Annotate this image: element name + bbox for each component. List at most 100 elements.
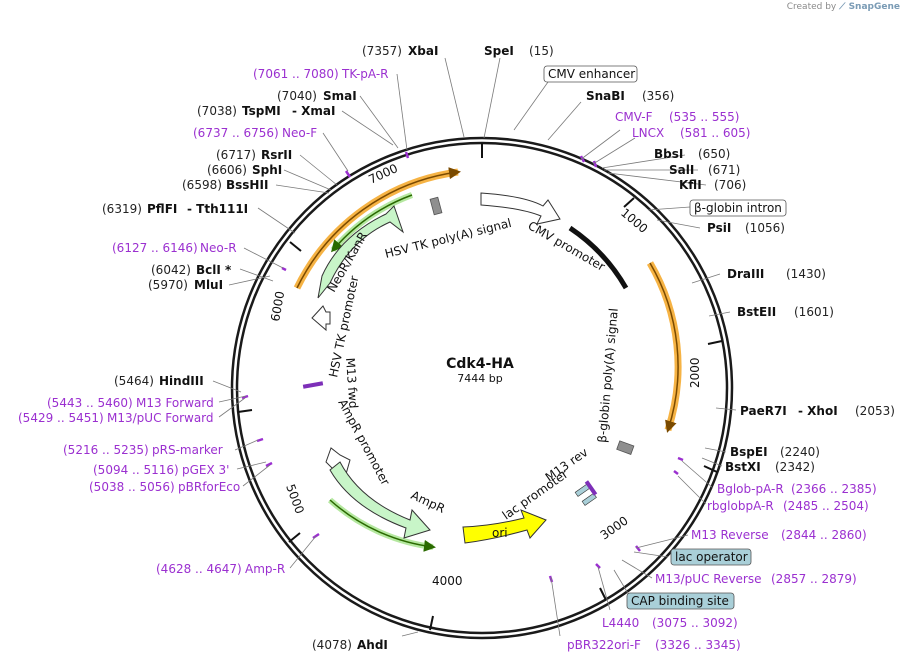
primer-labels: CMV-F (535 .. 555) LNCX (581 .. 605) Bgl…	[18, 67, 877, 652]
m13-fwd-mark	[302, 381, 324, 389]
green-arcs	[327, 192, 436, 552]
primer-range: (4628 .. 4647)	[156, 562, 242, 576]
primer-marks	[241, 151, 684, 583]
site-name: BssHII	[226, 178, 268, 192]
snapgene-logo: ⟋ SnapGene	[839, 2, 900, 12]
primer-range: (5443 .. 5460)	[47, 396, 133, 410]
site-name: DraIII	[727, 267, 764, 281]
primer-name: Bglob-pA-R	[717, 482, 784, 496]
snapgene-credit: Created by ⟋ SnapGene	[787, 2, 900, 12]
cmv-promoter-arc	[568, 225, 629, 290]
site-position: (15)	[529, 44, 554, 58]
site-name: SphI	[252, 163, 282, 177]
credit-brand: SnapGene	[848, 2, 900, 12]
site-name: SnaBI	[586, 89, 625, 103]
site-name: BclI *	[196, 263, 232, 277]
site-name-2: - XhoI	[798, 404, 838, 418]
primer-name: Neo-R	[200, 241, 237, 255]
primer-range: (5429 .. 5451)	[18, 411, 104, 425]
primer-range: (5216 .. 5235)	[63, 443, 149, 457]
primer-name: rbglobpA-R	[707, 499, 774, 513]
grey-block	[429, 196, 443, 216]
tick-label: 4000	[432, 574, 463, 588]
tick-label: 2000	[688, 357, 702, 388]
ori-label: ori	[492, 526, 508, 540]
plasmid-length: 7444 bp	[457, 372, 502, 385]
site-position: (6042)	[151, 263, 191, 277]
site-name: BstEII	[737, 305, 776, 319]
site-position: (7038)	[197, 104, 237, 118]
site-name: BstXI	[725, 460, 761, 474]
site-position: (6606)	[207, 163, 247, 177]
site-position: (1430)	[786, 267, 826, 281]
primer-range: (581 .. 605)	[680, 126, 750, 140]
grey-block-2	[616, 440, 635, 455]
site-name: SalI	[669, 163, 694, 177]
primer-name: Neo-F	[282, 126, 317, 140]
site-position: (6319)	[102, 202, 142, 216]
feature-shapes	[302, 192, 635, 544]
primer-range: (2366 .. 2385)	[791, 482, 877, 496]
site-position: (2342)	[775, 460, 815, 474]
bglobin-intron-label: β-globin intron	[694, 201, 782, 215]
site-name: RsrII	[261, 148, 292, 162]
site-position: (7040)	[277, 89, 317, 103]
site-name: HindIII	[159, 374, 204, 388]
neokan-arrow	[317, 205, 405, 299]
primer-name: L4440	[602, 616, 639, 630]
cmv-enhancer-label: CMV enhancer	[548, 67, 635, 81]
site-name-2: - Tth111I	[187, 202, 248, 216]
m13-rev-mark	[584, 480, 598, 496]
cap-site-mark	[581, 492, 597, 506]
ori-arrow	[462, 509, 547, 544]
hsv-tk-promoter-arrow	[311, 305, 331, 332]
m13-fwd-label: M13 fwd	[343, 357, 361, 409]
tick-label: 1000	[618, 206, 650, 236]
restriction-sites: (7357) XbaI SpeI (15) SnaBI (356) BbsI (…	[102, 44, 895, 652]
site-position: (2053)	[855, 404, 895, 418]
primer-range: (2844 .. 2860)	[781, 528, 867, 542]
site-name: PaeR7I	[740, 404, 787, 418]
site-name: SmaI	[323, 89, 357, 103]
hsv-tk-polya-label: HSV TK poly(A) signal	[383, 216, 512, 261]
primer-range: (2485 .. 2504)	[783, 499, 869, 513]
site-position: (1601)	[794, 305, 834, 319]
leader-lines	[212, 57, 737, 637]
ampr-label: AmpR	[409, 488, 447, 516]
primer-name: pGEX 3'	[182, 463, 229, 477]
primer-name: CMV-F	[615, 110, 653, 124]
primer-name: TK-pA-R	[341, 67, 389, 81]
site-position: (6717)	[216, 148, 256, 162]
boxed-labels: CMV enhancer β-globin intron lac operato…	[543, 65, 787, 610]
site-position: (671)	[708, 163, 740, 177]
bglobin-polya-label: β-globin poly(A) signal	[595, 308, 621, 444]
lac-operator-label: lac operator	[675, 550, 748, 564]
primer-name: M13 Forward	[136, 396, 214, 410]
primer-range: (6127 .. 6146)	[112, 241, 198, 255]
tick-label: 5000	[283, 482, 307, 515]
site-name: MluI	[194, 278, 223, 292]
site-name: BbsI	[654, 147, 683, 161]
site-position: (6598)	[182, 178, 222, 192]
cap-binding-site-label: CAP binding site	[631, 594, 729, 608]
site-position: (5970)	[148, 278, 188, 292]
site-name-2: - XmaI	[292, 104, 335, 118]
primer-name: M13/pUC Forward	[107, 411, 214, 425]
tick-marks	[237, 143, 723, 631]
site-position: (650)	[698, 147, 730, 161]
primer-name: M13/pUC Reverse	[655, 572, 762, 586]
primer-range: (7061 .. 7080)	[253, 67, 339, 81]
site-name: PsiI	[707, 221, 731, 235]
primer-range: (2857 .. 2879)	[771, 572, 857, 586]
site-name: PflFI	[147, 202, 177, 216]
primer-range: (3326 .. 3345)	[655, 638, 741, 652]
site-position: (5464)	[114, 374, 154, 388]
tick-label: 6000	[268, 290, 287, 323]
site-name: KflI	[679, 178, 702, 192]
primer-name: LNCX	[632, 126, 664, 140]
site-position: (2240)	[780, 445, 820, 459]
primer-range: (6737 .. 6756)	[193, 126, 279, 140]
orange-arcs	[293, 167, 682, 433]
primer-range: (5038 .. 5056)	[89, 480, 175, 494]
